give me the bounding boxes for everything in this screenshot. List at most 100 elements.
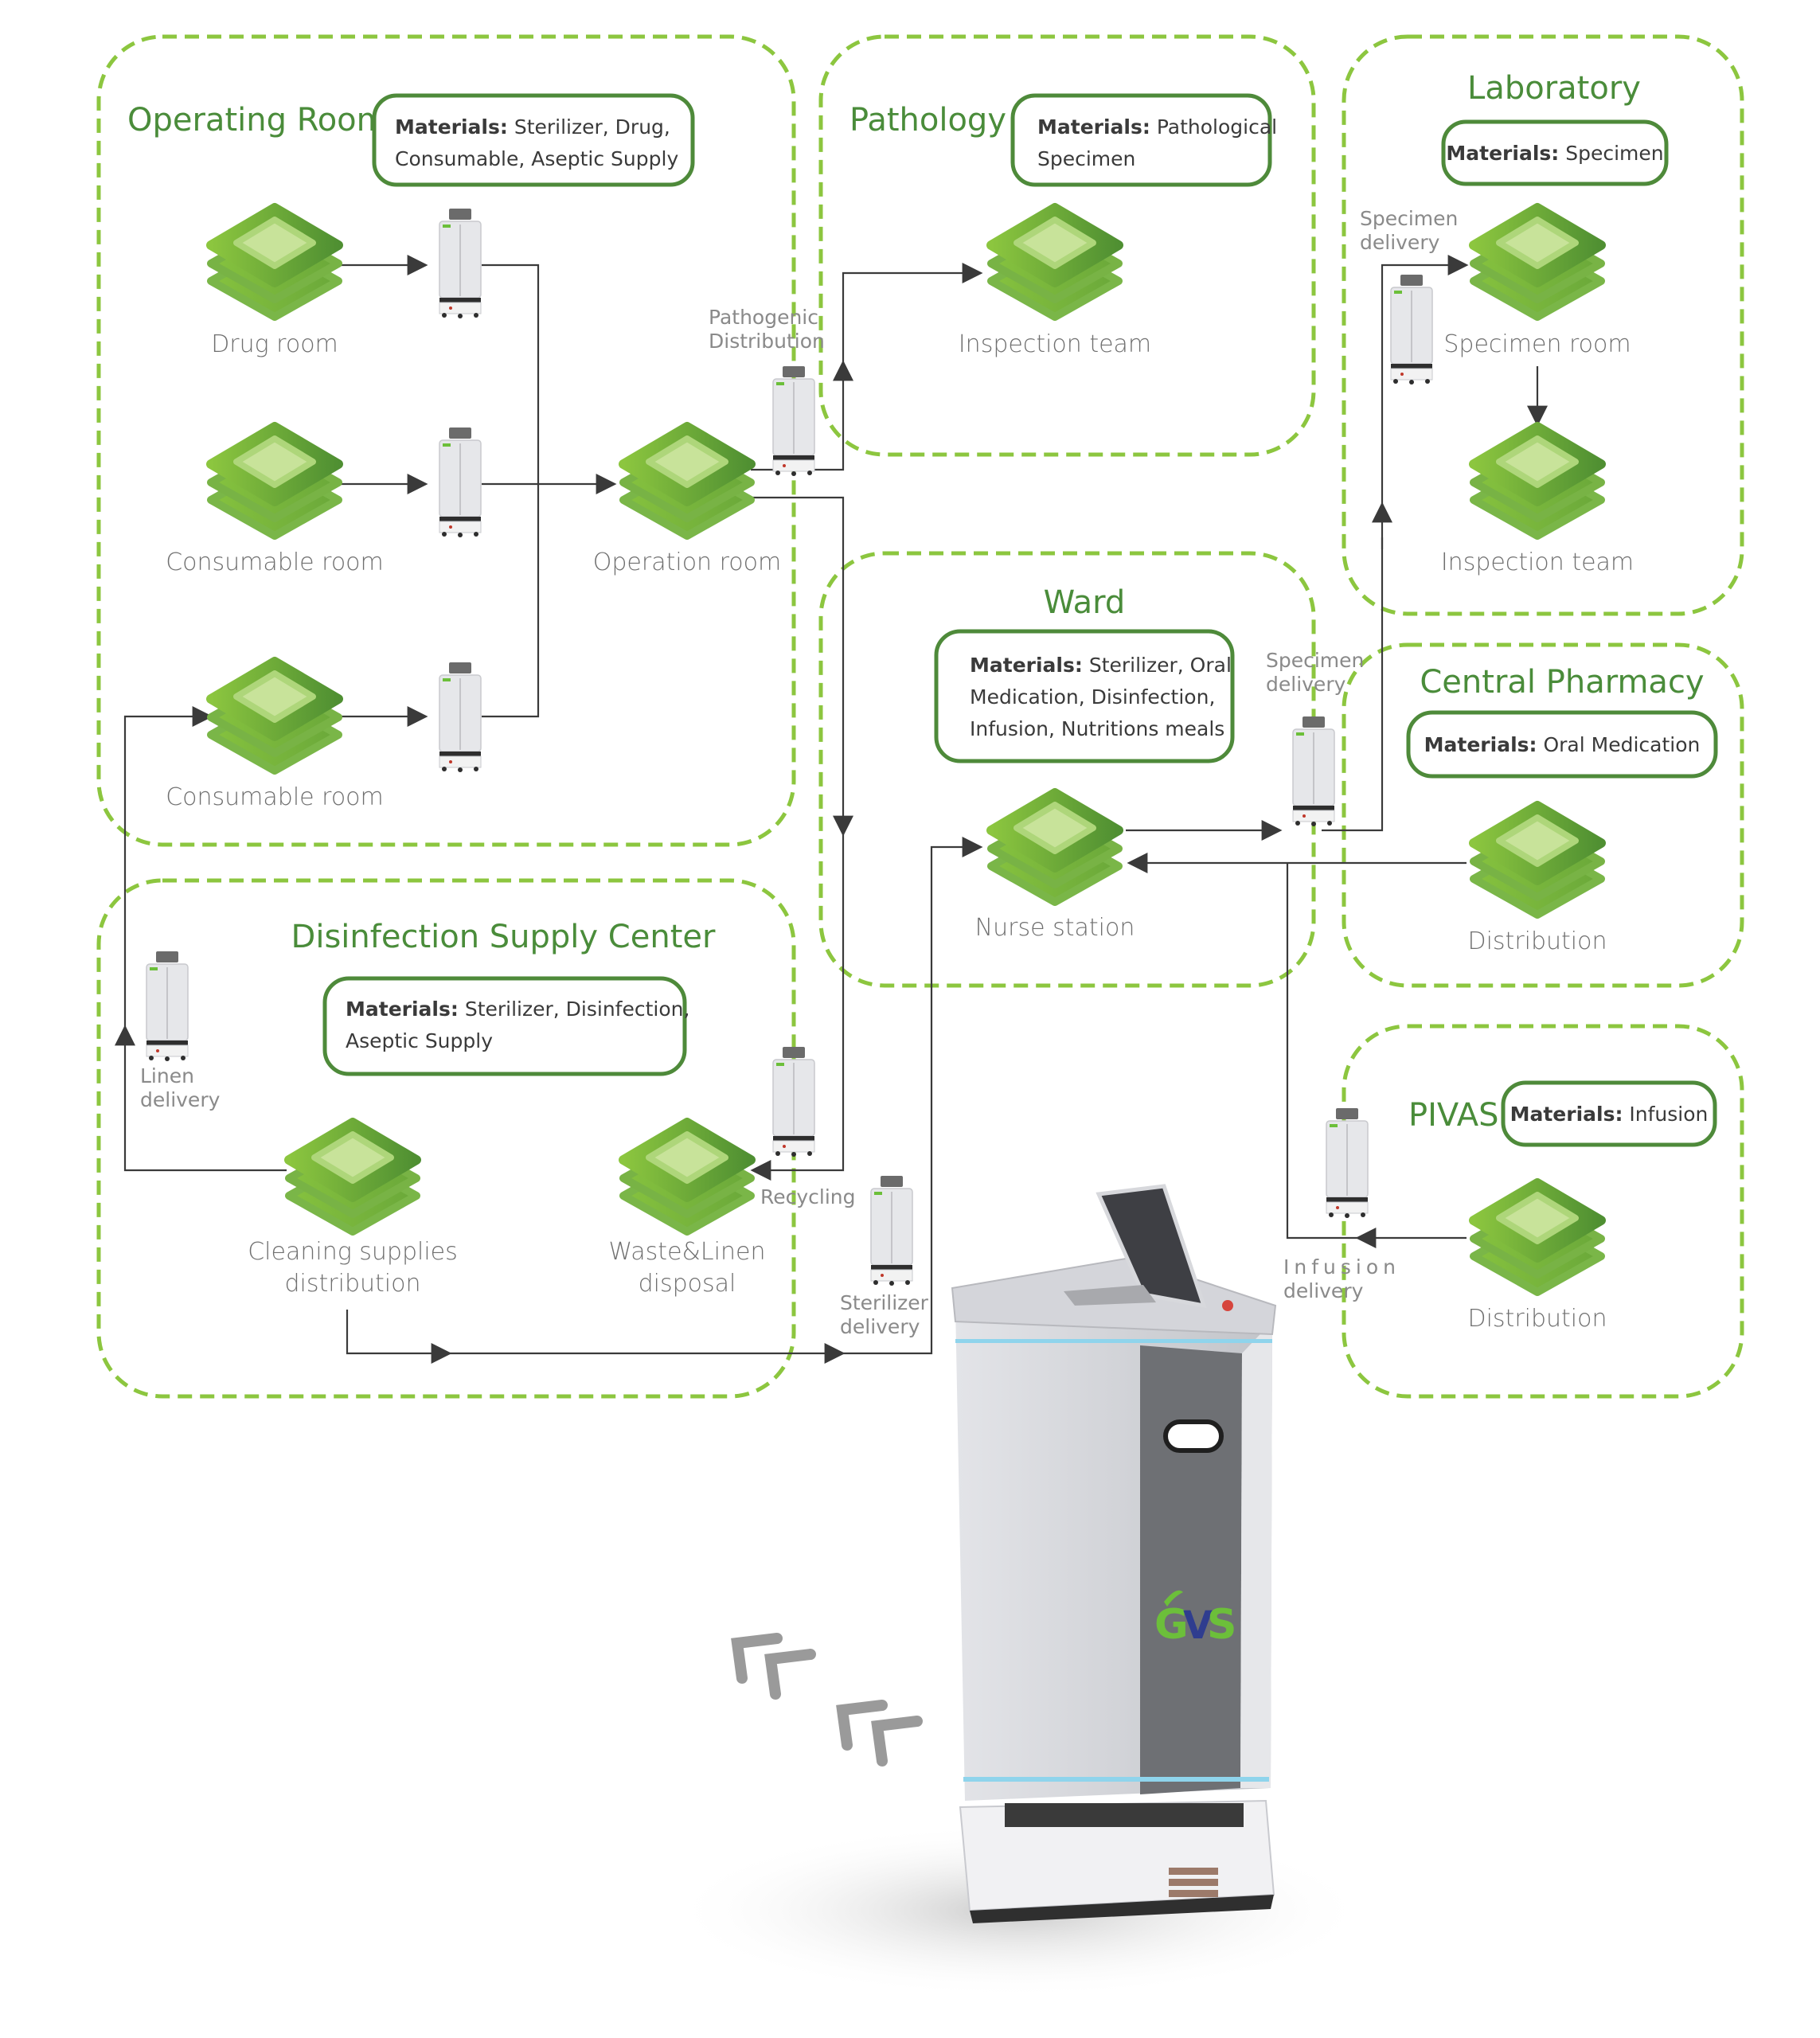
flow-arrow: [123, 706, 213, 1035]
robot-light-strip: [955, 1339, 1272, 1343]
flow-arrow: [842, 263, 983, 374]
layers-icon: [289, 1122, 416, 1232]
robot-icon: [1292, 716, 1335, 827]
flow-label-specimen-delivery-ward: Specimen delivery: [1266, 649, 1364, 696]
materials-box: [322, 976, 687, 1076]
flow-label-line2: delivery: [1266, 673, 1346, 696]
robot-base-bumper: [970, 1895, 1274, 1923]
zone-central-pharmacy: Central Pharmacy Materials: Oral Medicat…: [1342, 642, 1744, 988]
robot-handle: [1163, 1419, 1224, 1453]
node-label: Cleaning supplies: [248, 1238, 458, 1266]
chevron-icon: [764, 1649, 816, 1700]
robot-icon: [870, 1175, 913, 1286]
zone-disinfection-supply-center: Disinfection Supply Center Materials: St…: [96, 878, 796, 1399]
node-waste-linen-disposal: Waste&Linen disposal: [609, 1122, 766, 1298]
flow-label-linen-delivery: Linen delivery: [140, 1064, 221, 1111]
materials-text-line2: Consumable, Aseptic Supply: [395, 147, 678, 170]
flow-label: Sterilizer: [840, 1291, 929, 1314]
flow-label-recycling: Recycling: [760, 1185, 856, 1208]
zone-pathology: Pathology Materials: Pathological Specim…: [818, 34, 1316, 457]
robot-front-panel: [1140, 1345, 1242, 1794]
materials-text: Materials: Oral Medication: [1424, 733, 1701, 756]
node-label: Consumable room: [166, 549, 384, 576]
materials-box: [1406, 710, 1718, 779]
materials-text-line3: Infusion, Nutritions meals: [970, 717, 1224, 740]
node-label: Consumable room: [166, 783, 384, 811]
materials-box: [1010, 93, 1272, 187]
zone-title: PIVAS: [1408, 1097, 1498, 1134]
materials-text-line2: Medication, Disinfection,: [970, 685, 1215, 709]
robot-side-trim: [1240, 1322, 1272, 1788]
node-consumable-room: Consumable room: [166, 662, 384, 811]
chevron-icon: [836, 1700, 888, 1751]
materials-box: [1441, 119, 1669, 186]
zone-title: Laboratory: [1467, 70, 1641, 107]
logo-letter: S: [1207, 1601, 1236, 1649]
node-label: Waste&Linen: [609, 1238, 766, 1266]
node-label: Specimen room: [1443, 330, 1631, 358]
node-label: Operation room: [593, 549, 781, 576]
emergency-stop-icon: [1222, 1300, 1233, 1311]
chevron-icon: [871, 1716, 923, 1767]
layers-icon: [211, 427, 338, 536]
layers-icon: [1474, 208, 1601, 317]
materials-text: Materials: Sterilizer, Oral: [970, 654, 1232, 677]
flow-arrow: [1381, 255, 1469, 510]
flow-label-line2: delivery: [1360, 231, 1440, 254]
robot-screen-base: [1064, 1285, 1156, 1306]
robot-icon: [1326, 1107, 1369, 1219]
flow-arrow: [346, 1310, 452, 1364]
node-drug-room: Drug room: [211, 208, 338, 358]
layers-icon: [1474, 427, 1601, 536]
zone-laboratory: Laboratory Materials: Specimen: [1342, 34, 1744, 616]
materials-text: Materials: Sterilizer, Drug,: [395, 115, 670, 139]
node-label-line2: disposal: [639, 1270, 736, 1298]
layers-icon: [623, 427, 751, 536]
node-label: Distribution: [1467, 1305, 1607, 1333]
flow-line: [482, 264, 540, 718]
zone-title: Central Pharmacy: [1420, 664, 1704, 701]
flow-arrow: [750, 820, 845, 1181]
flow-label-line2: delivery: [840, 1315, 920, 1338]
zone-border: [818, 34, 1316, 457]
node-label-line2: distribution: [285, 1270, 421, 1298]
robot-icon: [439, 427, 482, 538]
materials-text: Materials: Specimen: [1446, 142, 1663, 165]
node-label: Inspection team: [959, 330, 1151, 358]
flow-label: Specimen: [1266, 649, 1364, 672]
zone-title: Disinfection Supply Center: [291, 919, 716, 955]
layers-icon: [211, 208, 338, 317]
node-pharmacy-distribution: Distribution: [1467, 806, 1607, 955]
flow-label-line2: Distribution: [709, 330, 825, 353]
node-label: Nurse station: [975, 914, 1135, 942]
flow-label-line2: delivery: [1283, 1279, 1364, 1302]
zone-title: Pathology: [849, 102, 1006, 139]
chevron-icon: [731, 1633, 783, 1684]
materials-box: [372, 93, 695, 187]
materials-box: [934, 629, 1235, 763]
motion-chevrons: [731, 1633, 923, 1767]
robot-icon: [1390, 274, 1433, 385]
flow-label-specimen-delivery-lab: Specimen delivery: [1360, 207, 1458, 254]
flow-label-infusion-delivery: Infusion delivery: [1283, 1255, 1396, 1302]
gvs-logo: G V S: [1154, 1590, 1236, 1649]
leaf-icon: [1164, 1590, 1183, 1607]
materials-text: Materials: Pathological: [1037, 115, 1277, 139]
zone-title: Operating Room: [127, 102, 388, 139]
flow-label: Linen: [140, 1064, 194, 1087]
node-specimen-room: Specimen room: [1443, 208, 1631, 358]
materials-box: [1501, 1080, 1717, 1147]
flow-label-sterilizer-delivery: Sterilizer delivery: [840, 1291, 929, 1338]
logo-letter: G: [1154, 1601, 1189, 1649]
materials-text: Materials: Sterilizer, Disinfection,: [346, 998, 689, 1021]
node-lab-inspection-team: Inspection team: [1441, 427, 1634, 576]
robot-icon: [146, 951, 189, 1062]
layers-icon: [991, 793, 1119, 902]
layers-icon: [1474, 806, 1601, 915]
zone-border: [96, 878, 796, 1399]
robot-vent-icon: [1169, 1868, 1218, 1897]
flow-label-line2: delivery: [140, 1088, 221, 1111]
robot-light-strip: [963, 1777, 1269, 1782]
node-nurse-station: Nurse station: [975, 793, 1135, 942]
